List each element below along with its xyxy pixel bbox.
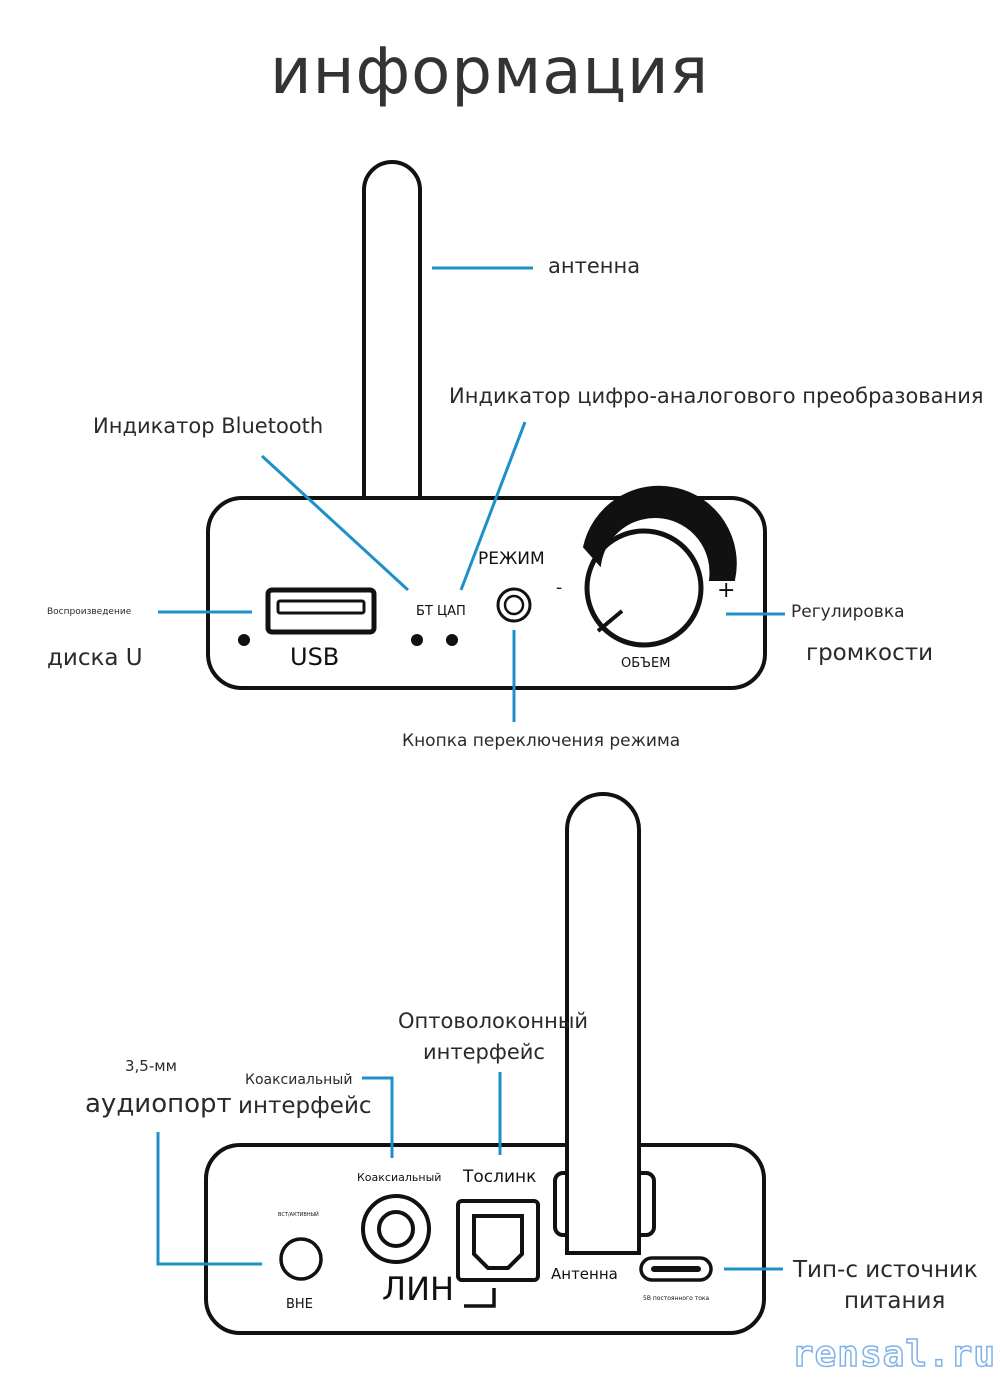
panel-aux-tiny-label: ВСТ/АКТИВНЫЙ bbox=[278, 1212, 319, 1218]
mode-button-label: Кнопка переключения режима bbox=[402, 731, 681, 751]
typec-port bbox=[639, 1256, 713, 1282]
coax-leader bbox=[362, 1076, 394, 1158]
playback-label-line2: диска U bbox=[47, 645, 143, 671]
panel-mode-label: РЕЖИМ bbox=[478, 549, 545, 569]
playback-label-line1: Воспроизведение bbox=[47, 607, 132, 617]
line-bracket bbox=[464, 1288, 496, 1308]
usb-port bbox=[265, 587, 377, 635]
panel-out-label: ВНЕ bbox=[286, 1297, 313, 1312]
aux-leader bbox=[156, 1132, 262, 1266]
coax-label-line1: Коаксиальный bbox=[245, 1072, 353, 1088]
usb-port-tongue bbox=[276, 599, 366, 615]
panel-dc-tiny-label: 5В постоянного тока bbox=[643, 1295, 710, 1302]
coax-jack-outer bbox=[361, 1194, 431, 1264]
bt-led bbox=[411, 634, 423, 646]
page-title: информация bbox=[270, 35, 710, 109]
toslink-port bbox=[456, 1199, 540, 1282]
typec-port-inner bbox=[651, 1266, 701, 1272]
optical-label-line1: Оптоволоконный bbox=[398, 1009, 589, 1033]
toslink-inner bbox=[472, 1214, 524, 1270]
dac-led bbox=[446, 634, 458, 646]
aux-label-line1: 3,5-мм bbox=[125, 1057, 177, 1075]
watermark: rensal.ru bbox=[791, 1333, 996, 1376]
back-leaders bbox=[156, 1072, 783, 1271]
bt-indicator-label: Индикатор Bluetooth bbox=[93, 414, 324, 438]
front-leds bbox=[238, 634, 458, 646]
front-leaders bbox=[158, 266, 785, 722]
typec-label-line1: Тип-с источник bbox=[793, 1257, 978, 1283]
panel-plus-label: + bbox=[717, 578, 736, 603]
dac-indicator-label: Индикатор цифро-аналогового преобразован… bbox=[449, 384, 984, 408]
panel-antenna-label: Антенна bbox=[551, 1265, 618, 1283]
antenna-label: антенна bbox=[548, 254, 641, 278]
panel-toslink-label: Тослинк bbox=[463, 1167, 537, 1187]
back-antenna bbox=[565, 792, 641, 1255]
volume-knob-pointer bbox=[596, 609, 624, 633]
panel-minus-label: - bbox=[556, 578, 563, 598]
volume-knob bbox=[584, 528, 704, 648]
volume-label-line2: громкости bbox=[806, 640, 934, 666]
mode-button-outer bbox=[496, 587, 532, 623]
playback-led bbox=[238, 634, 250, 646]
mode-button-inner bbox=[503, 594, 525, 616]
aux-jack bbox=[279, 1237, 323, 1281]
panel-bt-dac-label: БТ ЦАП bbox=[416, 604, 466, 619]
volume-arc bbox=[582, 485, 737, 581]
panel-volume-label: ОБЪЕМ bbox=[621, 656, 671, 671]
coax-label-line2: интерфейс bbox=[238, 1093, 372, 1119]
front-antenna bbox=[362, 160, 422, 498]
dac-leader bbox=[459, 421, 527, 591]
front-view bbox=[206, 160, 767, 690]
aux-label-line2: аудиопорт bbox=[85, 1089, 232, 1119]
coax-jack-inner bbox=[377, 1210, 415, 1248]
optical-label-line2: интерфейс bbox=[423, 1040, 545, 1064]
bt-leader bbox=[260, 454, 410, 592]
panel-coax-label: Коаксиальный bbox=[357, 1171, 442, 1184]
typec-label-line2: питания bbox=[844, 1288, 946, 1314]
panel-line-label: ЛИН bbox=[382, 1270, 455, 1308]
back-view bbox=[204, 792, 766, 1335]
panel-usb-label: USB bbox=[290, 643, 340, 671]
volume-label-line1: Регулировка bbox=[791, 602, 905, 622]
